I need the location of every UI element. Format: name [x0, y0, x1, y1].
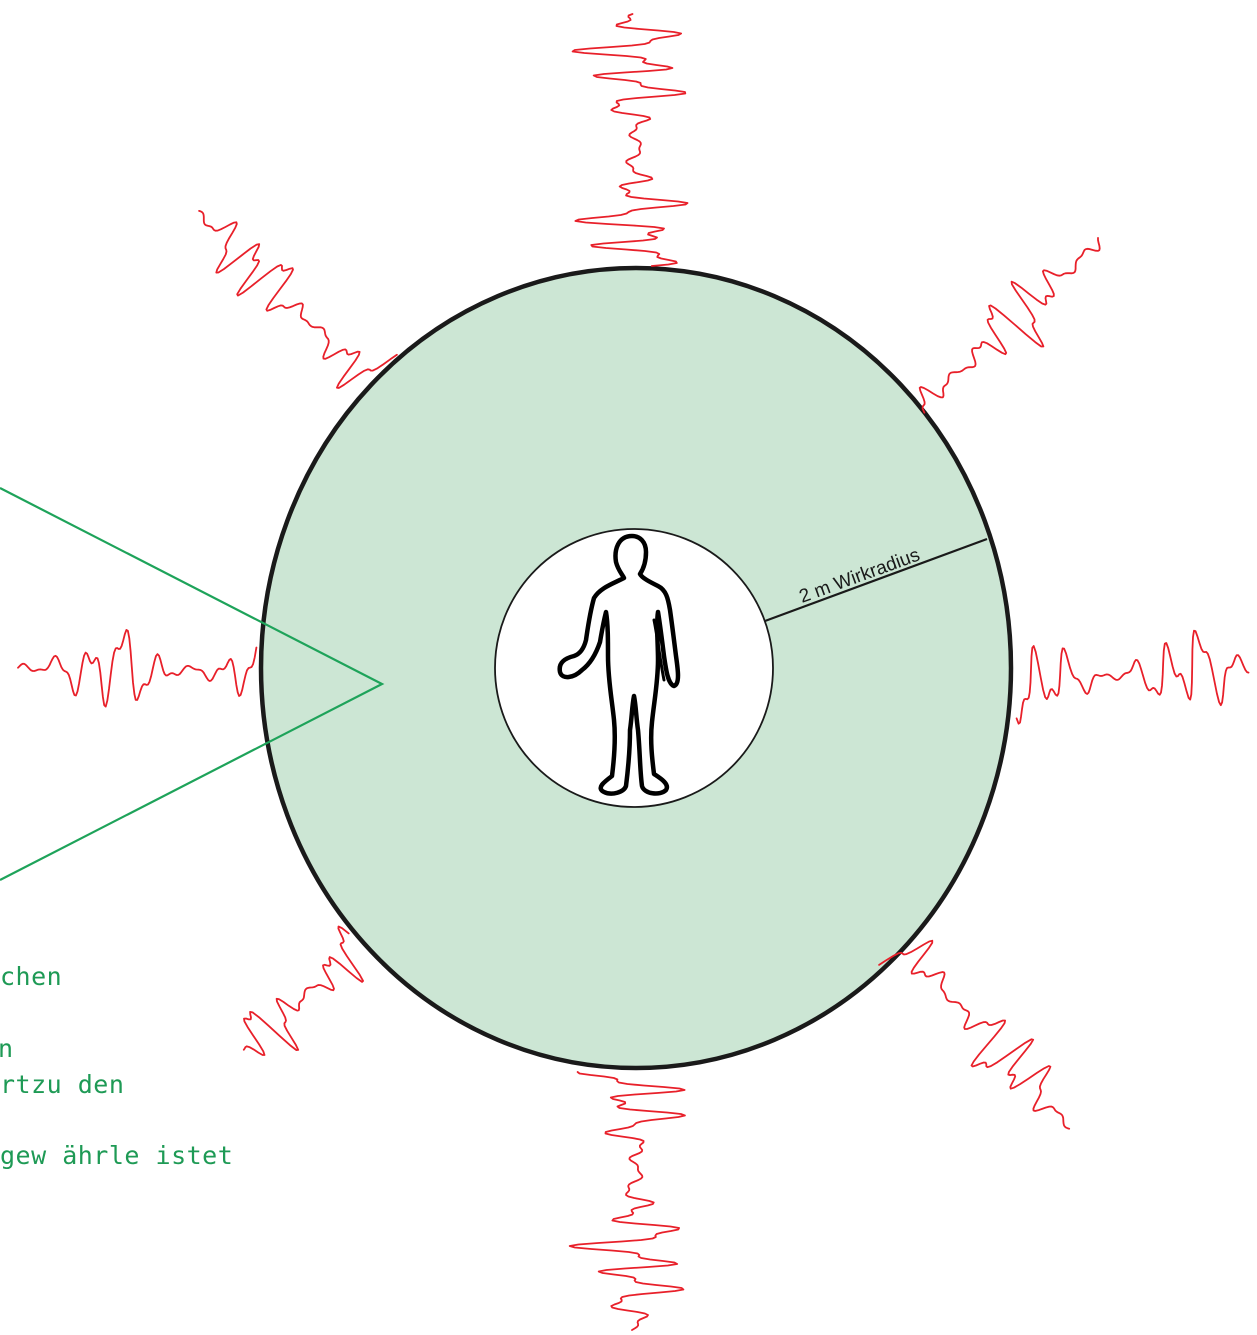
- callout-text-line: n: [0, 1034, 14, 1063]
- radiating-wave-line: [920, 238, 1100, 413]
- radiating-wave-line: [879, 941, 1069, 1129]
- radiating-wave-line: [1017, 631, 1249, 724]
- radiating-wave-line: [18, 630, 256, 707]
- radiating-wave-line: [570, 1072, 685, 1330]
- callout-text-line: chen: [0, 962, 62, 991]
- inner-person-circle: [495, 529, 773, 807]
- callout-text-block: chen n rtzu den gew ährle istet: [0, 962, 233, 1170]
- callout-text-line: rtzu den: [0, 1070, 124, 1099]
- radiating-wave-line: [244, 927, 363, 1056]
- radiating-wave-line: [199, 211, 397, 388]
- radiating-wave-line: [573, 14, 688, 266]
- callout-text-line: gew ährle istet: [0, 1141, 233, 1170]
